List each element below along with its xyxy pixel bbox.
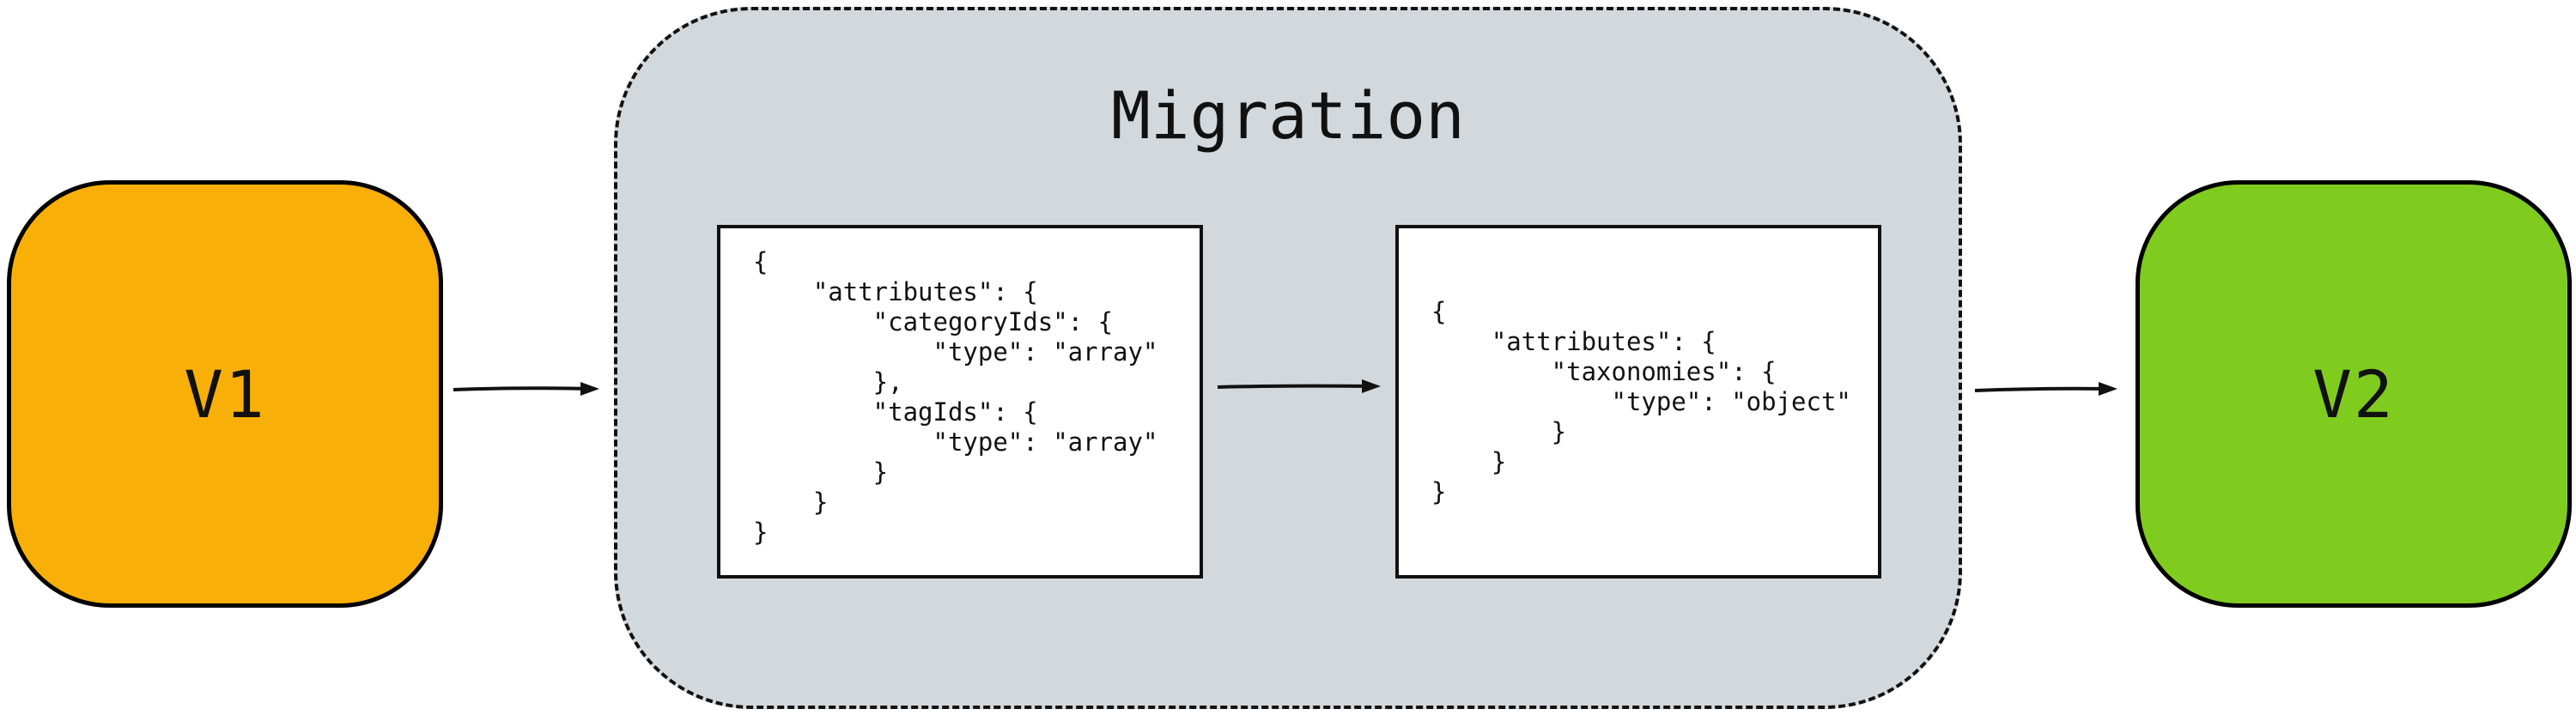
- v2-box: V2: [2136, 180, 2572, 608]
- schema-before-box: { "attributes": { "categoryIds": { "type…: [717, 225, 1203, 579]
- v1-box: V1: [7, 180, 443, 608]
- schema-after-box: { "attributes": { "taxonomies": { "type"…: [1395, 225, 1881, 579]
- v1-label: V1: [184, 355, 266, 433]
- schema-before-code: { "attributes": { "categoryIds": { "type…: [753, 247, 1158, 547]
- arrow-migration-to-v2: [1974, 382, 2117, 396]
- schema-after-code: { "attributes": { "taxonomies": { "type"…: [1431, 297, 1851, 506]
- arrow-before-to-after: [1217, 379, 1381, 393]
- arrow-v1-to-migration: [453, 382, 599, 396]
- migration-title: Migration: [1111, 77, 1465, 154]
- v2-label: V2: [2312, 355, 2395, 433]
